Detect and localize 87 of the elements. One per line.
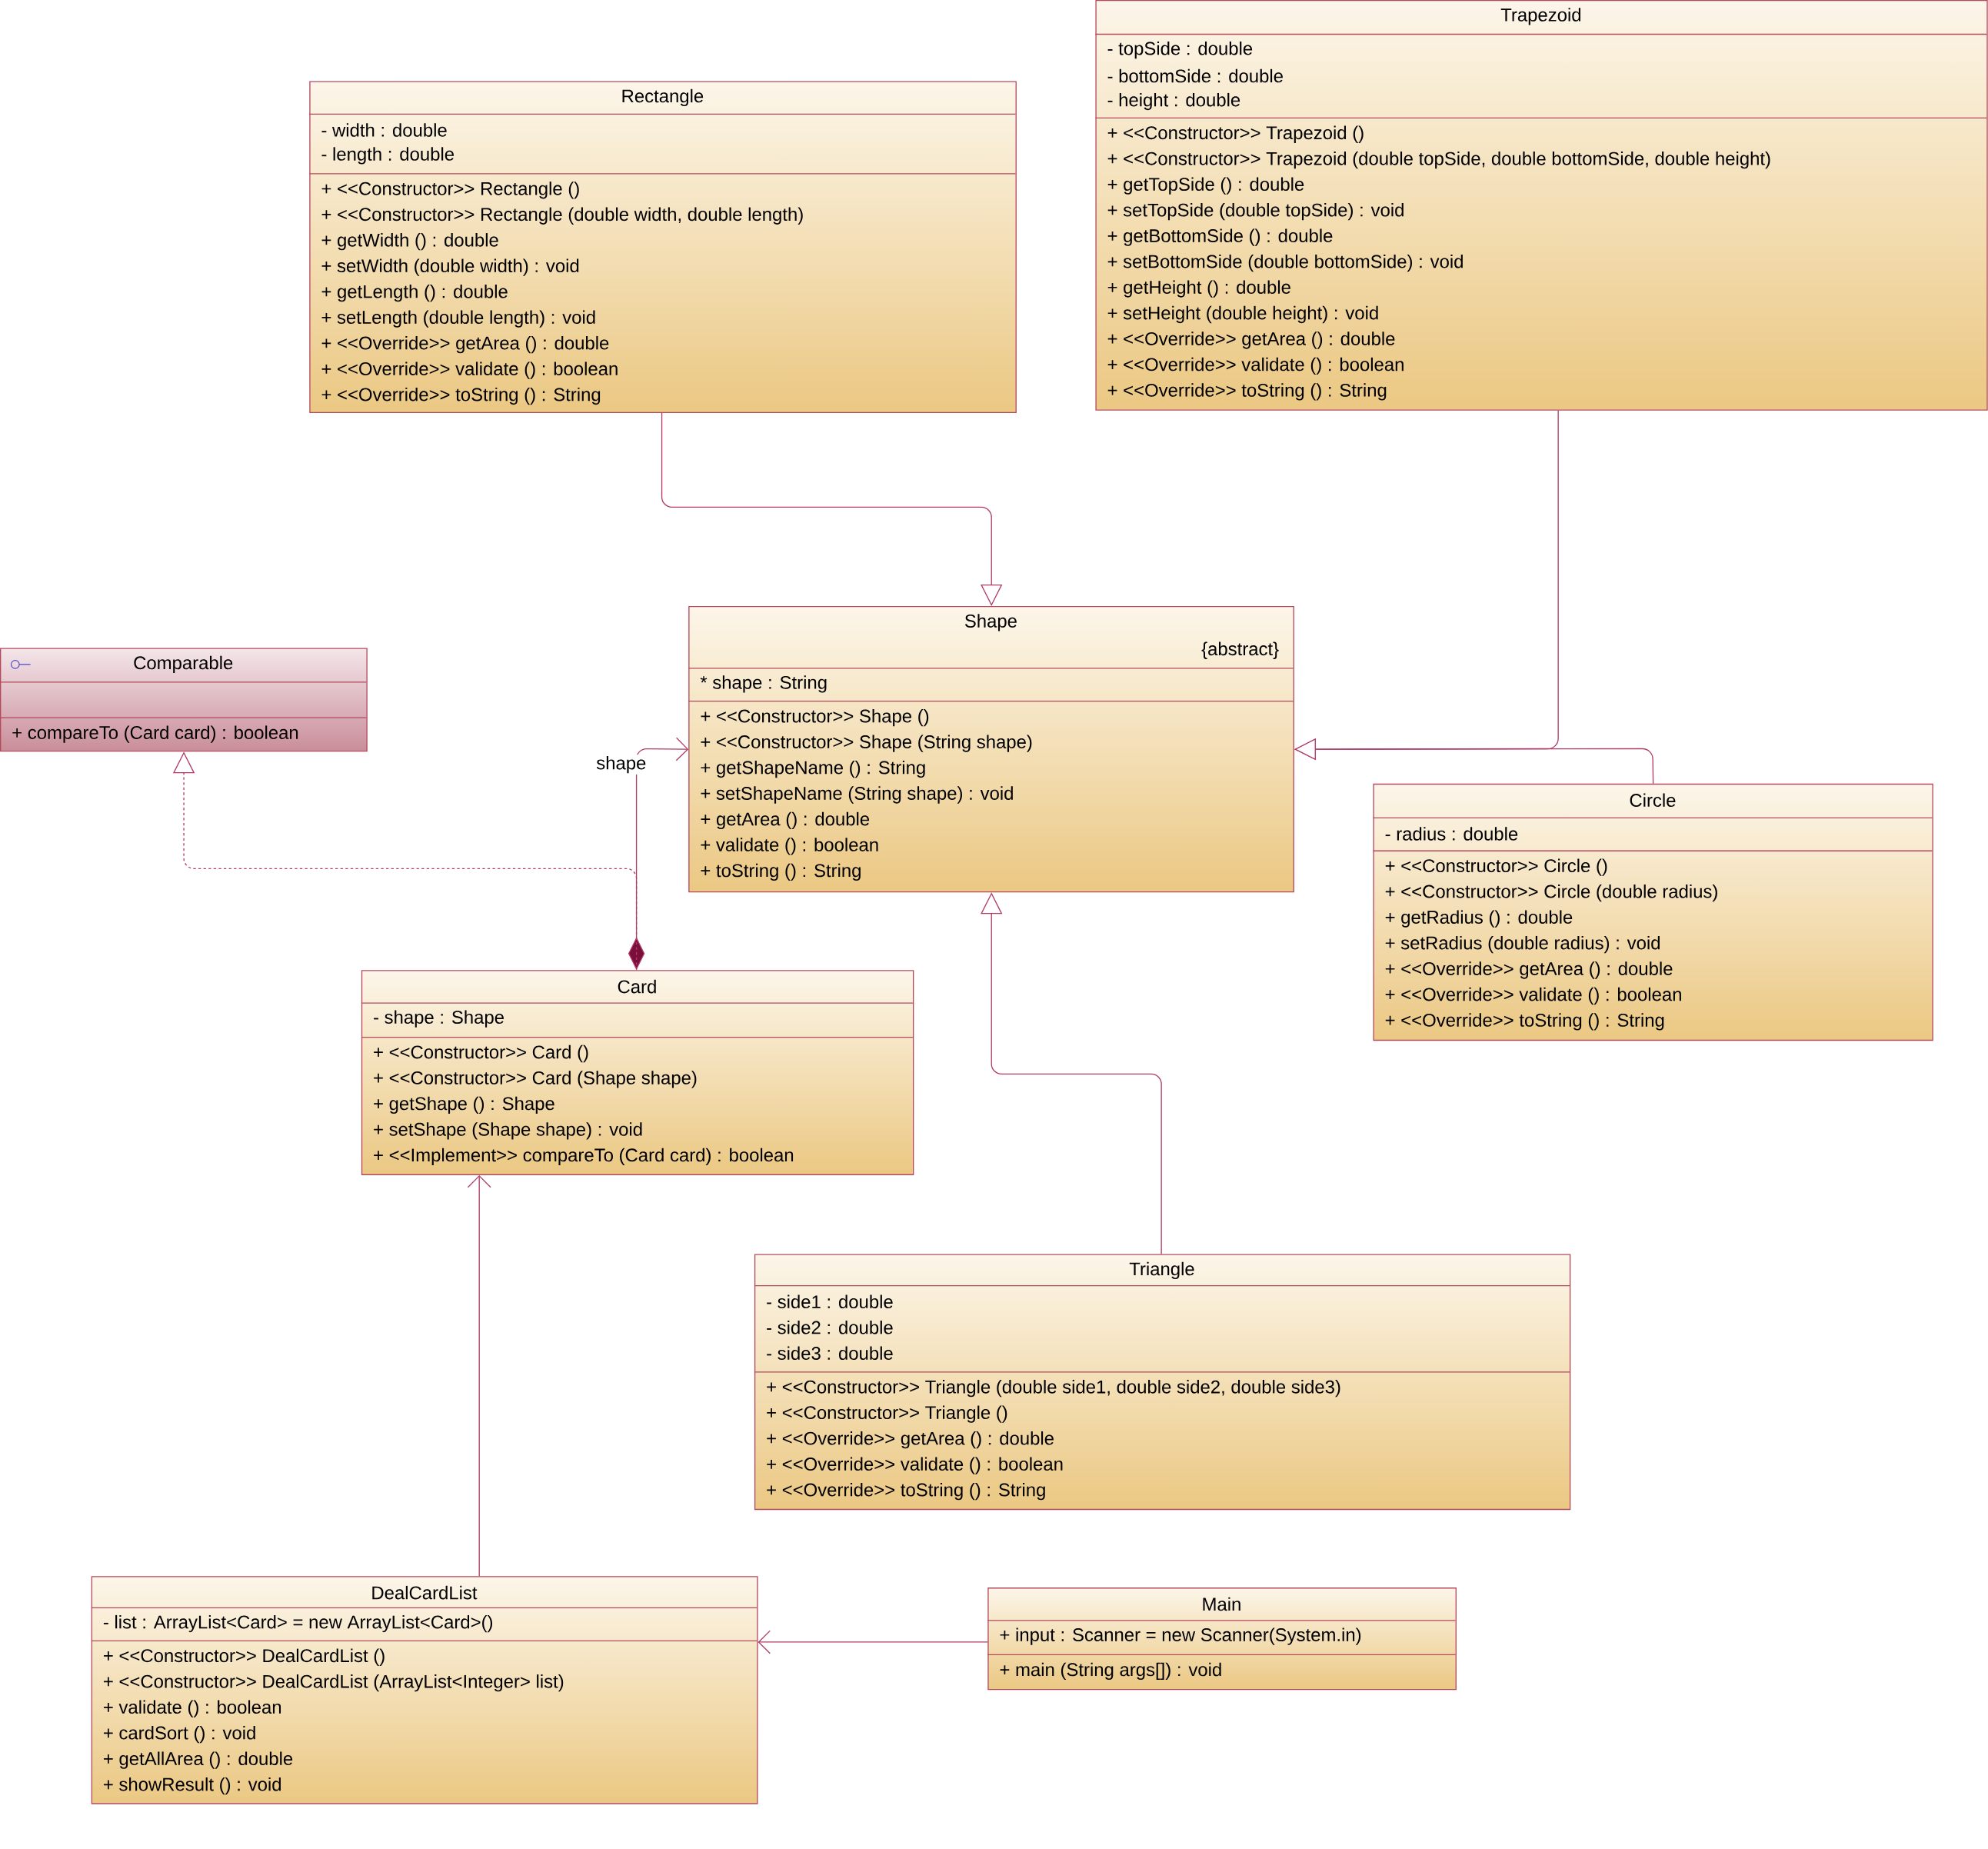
- class-box: [1372, 784, 1933, 1041]
- method-row: + <<Override>> validate () : boolean: [767, 1457, 1063, 1474]
- method-row: + cardSort () : void: [104, 1726, 255, 1744]
- method-row: + <<Constructor>> Trapezoid (): [1107, 125, 1364, 144]
- method-row: + <<Constructor>> DealCardList (ArrayList<Integer> list): [104, 1674, 564, 1692]
- class-name: Rectangle: [622, 88, 704, 107]
- class-name: DealCardList: [372, 1586, 478, 1600]
- edge-label: shape: [594, 755, 648, 775]
- method-row: + <<Constructor>> Circle (): [1385, 858, 1607, 876]
- class-box: [91, 1576, 758, 1804]
- method-row: + getRadius () : double: [1385, 910, 1573, 928]
- method-row: + showResult () : void: [104, 1777, 281, 1795]
- class-box: [308, 81, 1017, 414]
- method-row: + setShapeName (String shape) : void: [701, 786, 1013, 804]
- method-row: + <<Constructor>> Triangle (): [767, 1405, 1007, 1423]
- method-row: + <<Constructor>> Circle (double radius): [1385, 885, 1717, 902]
- class-name: Main: [1203, 1597, 1240, 1611]
- method-row: + <<Override>> validate () : boolean: [1385, 988, 1681, 1005]
- attribute-row: + input : Scanner = new Scanner(System.in): [1000, 1627, 1361, 1645]
- method-row: + getAllArea () : double: [104, 1751, 293, 1769]
- class-box: [361, 970, 914, 1176]
- method-row: + <<Implement>> compareTo (Card card) : boolean: [374, 1148, 794, 1166]
- attribute-row: - radius : double: [1385, 827, 1518, 841]
- method-row: + getShape () : Shape: [374, 1096, 554, 1114]
- attribute-row: - side2 : double: [767, 1321, 893, 1334]
- method-row: + <<Constructor>> Rectangle (): [321, 182, 579, 199]
- method-row: + <<Constructor>> Trapezoid (double topSide, double bottomSide, double height): [1107, 152, 1770, 169]
- class-box: [987, 1587, 1457, 1691]
- method-row: + toString () : String: [701, 863, 861, 881]
- method-row: + getWidth () : double: [321, 233, 498, 251]
- association-arrow: [467, 1175, 491, 1577]
- class-name: Comparable: [134, 655, 233, 674]
- class-name: Shape: [964, 614, 1017, 631]
- class-name: Trapezoid: [1500, 8, 1581, 25]
- class-name: Circle: [1630, 793, 1676, 808]
- attribute-row: - topSide : double: [1107, 42, 1253, 59]
- method-row: + main (String args[]) : void: [1000, 1662, 1221, 1681]
- class-name: Card: [618, 980, 656, 994]
- method-row: + <<Override>> toString () : String: [1107, 383, 1387, 401]
- method-row: + setHeight (double height) : void: [1107, 306, 1378, 324]
- method-row: + getShapeName () : String: [701, 761, 925, 778]
- class-box: [1094, 0, 1988, 411]
- attribute-row: * shape : String: [700, 675, 827, 693]
- method-row: + <<Constructor>> Card (Shape shape): [374, 1071, 697, 1088]
- method-row: + <<Override>> toString () : String: [321, 388, 601, 405]
- method-row: + <<Override>> validate () : boolean: [1107, 358, 1404, 375]
- method-row: + getHeight () : double: [1107, 280, 1290, 298]
- method-row: + setTopSide (double topSide) : void: [1107, 203, 1404, 221]
- method-row: + <<Override>> getArea () : double: [1385, 961, 1673, 979]
- method-row: + <<Override>> getArea () : double: [1107, 331, 1395, 349]
- method-row: + validate () : boolean: [104, 1700, 281, 1717]
- method-row: + <<Constructor>> Shape (): [701, 709, 929, 727]
- class-name: Triangle: [1129, 1261, 1194, 1280]
- method-row: + <<Constructor>> Shape (String shape): [701, 735, 1032, 752]
- method-row: + setRadius (double radius) : void: [1385, 936, 1660, 954]
- method-row: + compareTo (Card card) : boolean: [12, 725, 298, 743]
- attribute-row: - length : double: [321, 147, 454, 165]
- attribute-row: - shape : Shape: [374, 1010, 504, 1028]
- class-box: [754, 1254, 1571, 1511]
- attribute-row: - list : ArrayList<Card> = new ArrayList<Card>(): [103, 1615, 493, 1633]
- method-row: + setWidth (double width) : void: [321, 258, 579, 276]
- stereotype-label: {abstract}: [1201, 641, 1279, 660]
- class-box: [0, 648, 368, 752]
- method-row: + getArea () : double: [701, 812, 870, 830]
- method-row: + <<Override>> toString () : String: [1385, 1013, 1664, 1031]
- attribute-row: - side1 : double: [767, 1294, 893, 1309]
- method-row: + <<Constructor>> DealCardList (): [104, 1648, 385, 1667]
- method-row: + setLength (double length) : void: [321, 310, 595, 328]
- class-box: [688, 606, 1294, 893]
- method-row: + setShape (Shape shape) : void: [374, 1122, 642, 1140]
- attribute-row: - width : double: [321, 123, 447, 137]
- association-arrow: [758, 1630, 988, 1654]
- method-row: + getLength () : double: [321, 285, 508, 302]
- method-row: + getTopSide () : double: [1107, 177, 1304, 195]
- method-row: + <<Constructor>> Rectangle (double width, double length): [321, 207, 803, 225]
- method-row: + <<Override>> toString () : String: [767, 1483, 1045, 1501]
- attribute-row: - side3 : double: [767, 1346, 893, 1361]
- method-row: + <<Override>> getArea () : double: [321, 336, 609, 354]
- method-row: + <<Override>> validate () : boolean: [321, 361, 618, 379]
- method-row: + <<Constructor>> Triangle (double side1, double side2, double side3): [767, 1380, 1340, 1398]
- attribute-row: - bottomSide : double: [1107, 69, 1283, 83]
- method-row: + validate () : boolean: [701, 838, 878, 855]
- method-row: + setBottomSide (double bottomSide) : void: [1107, 255, 1463, 272]
- method-row: + <<Override>> getArea () : double: [767, 1431, 1054, 1449]
- attribute-row: - height : double: [1107, 93, 1240, 111]
- method-row: + <<Constructor>> Card (): [374, 1045, 588, 1063]
- method-row: + getBottomSide () : double: [1107, 228, 1333, 246]
